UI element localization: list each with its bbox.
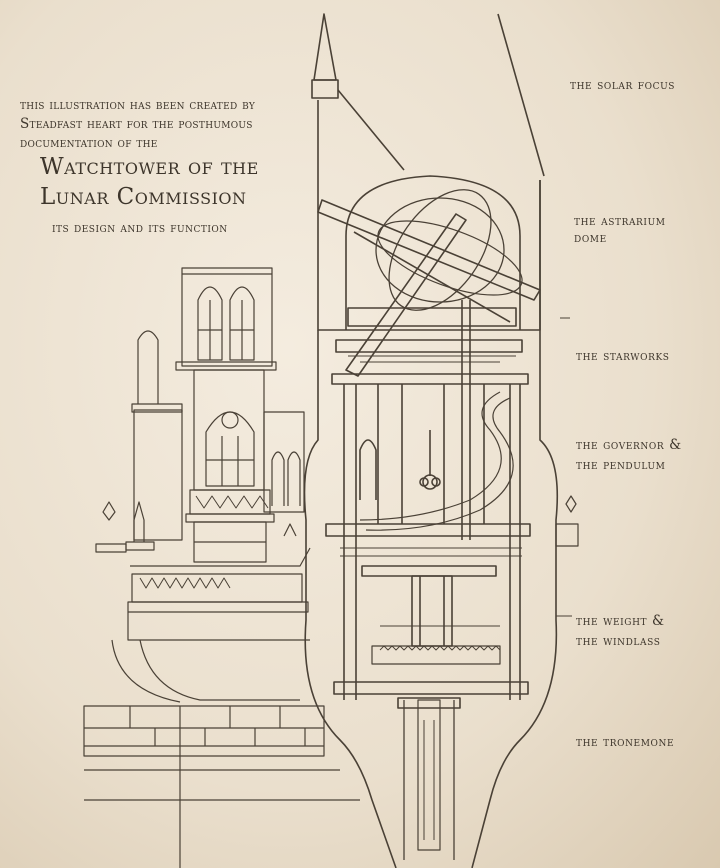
- tower-finials: [283, 495, 579, 547]
- label-astrarium-dome-line1: the astrarium: [574, 213, 666, 229]
- label-weight-line2: the windlass: [576, 633, 661, 649]
- page-title: Watchtower of the Lunar Commission: [40, 154, 259, 210]
- label-weight-line1: the weight &: [576, 613, 665, 629]
- label-solar-focus: the solar focus: [570, 77, 676, 93]
- intro-text: this illustration has been created by St…: [20, 97, 256, 151]
- label-tronemone: the tronemone: [576, 734, 675, 750]
- page-subtitle: its design and its function: [52, 220, 228, 236]
- label-leaders: [556, 317, 572, 617]
- label-governor-line1: the governor &: [576, 437, 682, 453]
- label-starworks: the starworks: [576, 348, 670, 364]
- tower-body: [303, 13, 559, 868]
- label-astrarium-dome-line2: dome: [574, 230, 607, 246]
- label-governor-line2: the pendulum: [576, 457, 666, 473]
